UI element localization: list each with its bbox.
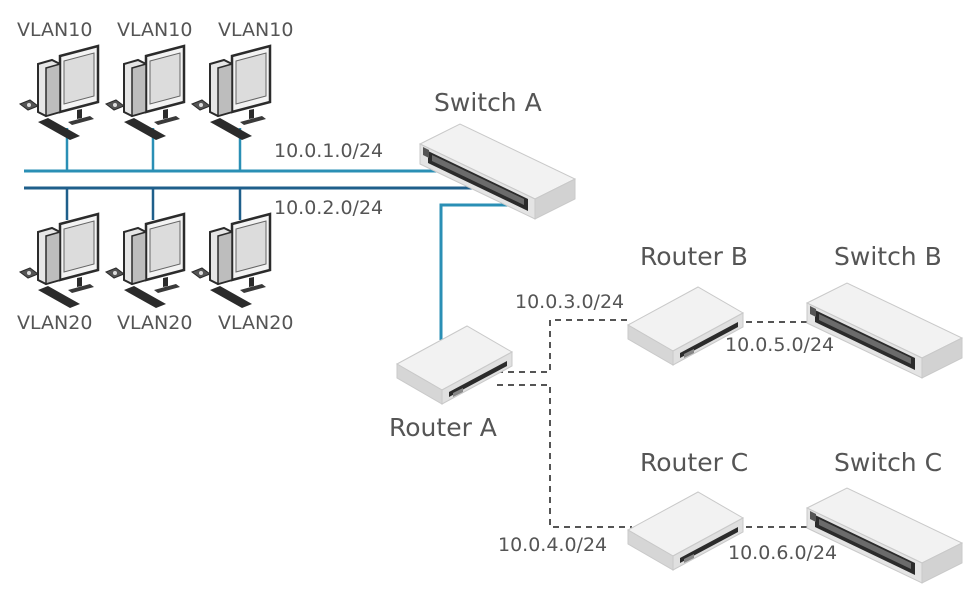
host-label-bottom-1: VLAN20: [17, 312, 93, 334]
router-a-icon: [396, 325, 513, 405]
switch-b-label: Switch B: [834, 242, 942, 271]
switch-b-icon: [806, 282, 963, 379]
link-ab-subnet-label: 10.0.3.0/24: [515, 291, 625, 313]
pc-vlan20-3: [190, 212, 272, 310]
pc-vlan20-1: [18, 212, 100, 310]
router-b-label: Router B: [640, 242, 748, 271]
host-label-top-3: VLAN10: [218, 19, 294, 41]
router-c-label: Router C: [640, 448, 749, 477]
link-ac-subnet-label: 10.0.4.0/24: [498, 534, 608, 556]
router-a-label: Router A: [389, 413, 497, 442]
pc-vlan20-2: [104, 212, 186, 310]
pc-vlan10-3: [190, 44, 272, 142]
host-label-top-1: VLAN10: [17, 19, 93, 41]
vlan10-subnet-label: 10.0.1.0/24: [274, 140, 384, 162]
switch-a-label: Switch A: [434, 88, 542, 117]
switch-c-label: Switch C: [834, 448, 943, 477]
host-label-bottom-3: VLAN20: [218, 312, 294, 334]
link-bsb-subnet-label: 10.0.5.0/24: [725, 334, 835, 356]
router-c-icon: [627, 491, 744, 571]
link-csc-subnet-label: 10.0.6.0/24: [728, 542, 838, 564]
router-a-router-b-link: [497, 319, 632, 373]
pc-vlan10-1: [18, 44, 100, 142]
switch-c-icon: [806, 487, 963, 584]
host-label-bottom-2: VLAN20: [117, 312, 193, 334]
host-label-top-2: VLAN10: [117, 19, 193, 41]
switch-a-router-a-link: [439, 203, 510, 340]
router-a-router-c-link: [497, 384, 632, 528]
pc-vlan10-2: [104, 44, 186, 142]
vlan20-subnet-label: 10.0.2.0/24: [274, 197, 384, 219]
